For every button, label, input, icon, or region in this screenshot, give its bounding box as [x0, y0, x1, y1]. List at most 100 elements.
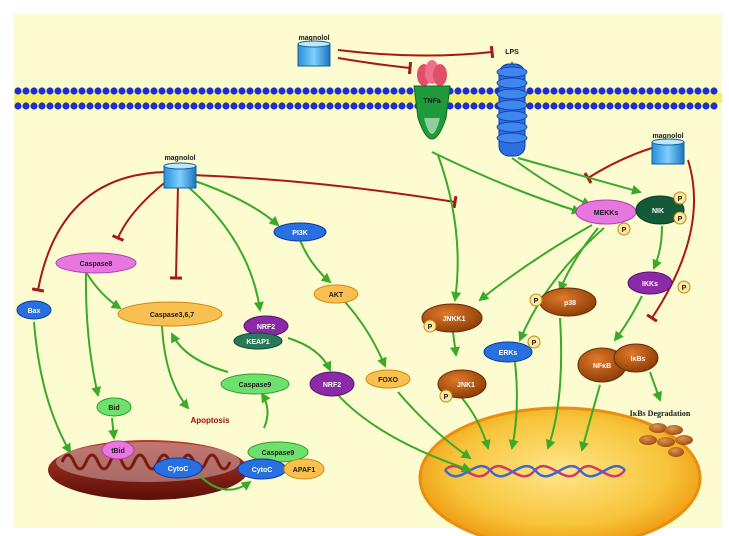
lipid-head	[206, 102, 214, 110]
lipid-head	[70, 87, 78, 95]
nrf2-free-label: NRF2	[323, 382, 341, 389]
lipid-head	[206, 87, 214, 95]
lipid-head	[710, 87, 718, 95]
lipid-head	[166, 87, 174, 95]
lipid-head	[622, 102, 630, 110]
lipid-head	[358, 102, 366, 110]
nrf2-keap-label: NRF2	[257, 324, 275, 331]
lipid-head	[38, 87, 46, 95]
lipid-head	[222, 87, 230, 95]
lipid-head	[158, 87, 166, 95]
svg-text:P: P	[534, 298, 539, 305]
lipid-head	[574, 87, 582, 95]
tnfa-label: TNFa	[423, 98, 441, 105]
lipid-head	[558, 102, 566, 110]
edge-inhibit-center	[191, 174, 458, 209]
drug-cup-icon	[651, 138, 685, 165]
phospho-badge: P	[673, 191, 687, 205]
nik-node	[635, 195, 685, 225]
lipid-head	[342, 87, 350, 95]
lipid-head	[238, 102, 246, 110]
phospho-badge: P	[439, 389, 453, 403]
lipid-head	[310, 87, 318, 95]
lipid-head	[550, 87, 558, 95]
lipid-head	[606, 87, 614, 95]
lipid-head	[126, 87, 134, 95]
edge-akt-foxo	[344, 301, 387, 368]
receptor-domain	[496, 121, 528, 133]
lipid-head	[374, 102, 382, 110]
lipid-head	[662, 87, 670, 95]
receptor-domain	[496, 77, 528, 89]
lipid-head	[190, 102, 198, 110]
nik-label: NIK	[652, 208, 664, 215]
apoptosis-label: Apoptosis	[190, 416, 230, 425]
edge-erks-nucleus	[508, 361, 519, 450]
jnkk1-label: JNKK1	[443, 316, 466, 323]
cytoc-complex-label: CytoC	[252, 467, 273, 474]
lipid-head	[294, 87, 302, 95]
lipid-head	[606, 102, 614, 110]
edge-bax-mito	[33, 321, 71, 454]
lipid-head	[486, 87, 494, 95]
bax-node	[16, 300, 52, 320]
svg-text:P: P	[428, 324, 433, 331]
lipid-head	[678, 87, 686, 95]
ikbs-degradation-label: IκBs Degradation	[630, 409, 691, 418]
lipid-head	[46, 102, 54, 110]
receptor-domain	[496, 66, 528, 78]
lipid-head	[390, 87, 398, 95]
ikks-node	[627, 271, 673, 295]
bid-label: Bid	[108, 405, 119, 412]
edge-inhibit-mekks	[583, 147, 653, 184]
lipid-head	[398, 87, 406, 95]
lipid-head	[102, 102, 110, 110]
edge-lps-nik	[517, 157, 642, 195]
svg-text:P: P	[532, 340, 537, 347]
lipid-head	[230, 87, 238, 95]
caspase367-node	[117, 301, 223, 327]
lipid-head	[382, 102, 390, 110]
svg-text:P: P	[622, 227, 627, 234]
phospho-badge: P	[677, 280, 691, 294]
edge-nik-ikks	[652, 225, 663, 270]
lipid-head	[662, 102, 670, 110]
phospho-badge: P	[673, 211, 687, 225]
lipid-head	[46, 87, 54, 95]
lipid-head	[334, 102, 342, 110]
edge-mekks-jnkk1	[478, 224, 593, 302]
lipid-head	[22, 87, 30, 95]
lipid-head	[638, 102, 646, 110]
pi3k-label: PI3K	[292, 230, 308, 237]
lipid-head	[622, 87, 630, 95]
lipid-head	[366, 87, 374, 95]
receptor-domain	[496, 132, 528, 144]
edge-tnfa-mekks	[431, 151, 582, 215]
lipid-head	[558, 87, 566, 95]
pathway-edges	[31, 45, 696, 491]
lipid-head	[54, 102, 62, 110]
edge-tnfa-jnkk1	[437, 154, 462, 302]
keap1-node	[233, 332, 283, 350]
edge-pi3k-akt	[299, 239, 332, 284]
receptor-domain	[496, 88, 528, 100]
lipid-head	[478, 87, 486, 95]
lipid-head	[198, 102, 206, 110]
foxo-node	[365, 369, 411, 389]
jnkk1-node	[421, 303, 483, 333]
lipid-head	[670, 87, 678, 95]
caspase9-label: Caspase9	[239, 382, 272, 389]
foxo-label: FOXO	[378, 377, 398, 384]
lipid-head	[190, 87, 198, 95]
lipid-head	[534, 102, 542, 110]
pi3k-node	[273, 222, 327, 242]
phospho-badge: P	[423, 319, 437, 333]
lipid-head	[246, 87, 254, 95]
bid-node	[96, 397, 132, 417]
edge-ikks-nfkb	[613, 295, 643, 342]
lipid-head	[654, 102, 662, 110]
lipid-head	[406, 87, 414, 95]
lipid-head	[326, 102, 334, 110]
